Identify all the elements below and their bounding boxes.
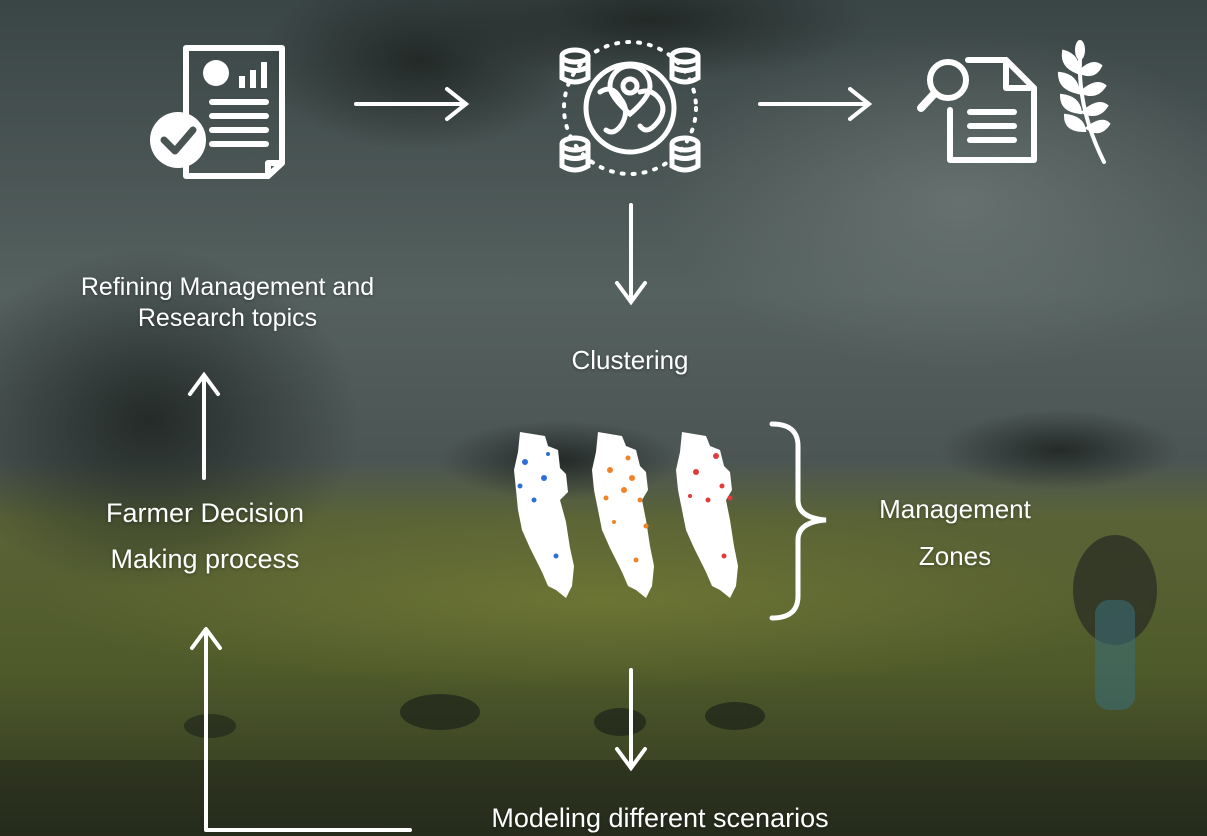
farmer-label-line2: Making process	[110, 543, 300, 574]
zone-map-3	[676, 432, 738, 598]
zone-points-red	[688, 453, 733, 559]
refining-label-line1: Refining Management and	[80, 273, 375, 301]
zone-map-1	[514, 432, 574, 598]
refining-label-line2: Research topics	[137, 304, 318, 333]
zone-map-2	[592, 432, 654, 598]
wheat-crop-icon	[1057, 40, 1111, 164]
zones-label-line2: Zones	[918, 540, 992, 571]
management-zones-label: Management Zones	[850, 486, 1060, 580]
farmer-label-line1: Farmer Decision	[105, 498, 305, 528]
arrow-feedback-to-farmer	[190, 627, 412, 832]
modeling-label: Modeling different scenarios	[491, 803, 829, 833]
zone-points-blue	[517, 452, 559, 559]
research-document-icon	[917, 57, 1037, 163]
global-database-icon	[559, 40, 701, 176]
zones-label-line1: Management	[879, 494, 1031, 524]
arrow-report-to-database	[354, 87, 470, 121]
farmer-decision-label: Farmer Decision Making process	[60, 491, 350, 583]
arrow-down-to-clustering	[615, 203, 647, 306]
zone-points-orange	[603, 455, 649, 563]
arrow-up-to-refining	[188, 371, 220, 480]
refining-label: Refining Management and Research topics	[40, 272, 415, 335]
management-zones-brace	[769, 421, 827, 621]
clustering-label: Clustering	[571, 345, 689, 375]
management-zone-maps	[514, 432, 738, 598]
arrow-down-to-modeling	[615, 668, 647, 772]
arrow-database-to-research	[758, 87, 873, 121]
report-document-icon	[150, 45, 285, 179]
